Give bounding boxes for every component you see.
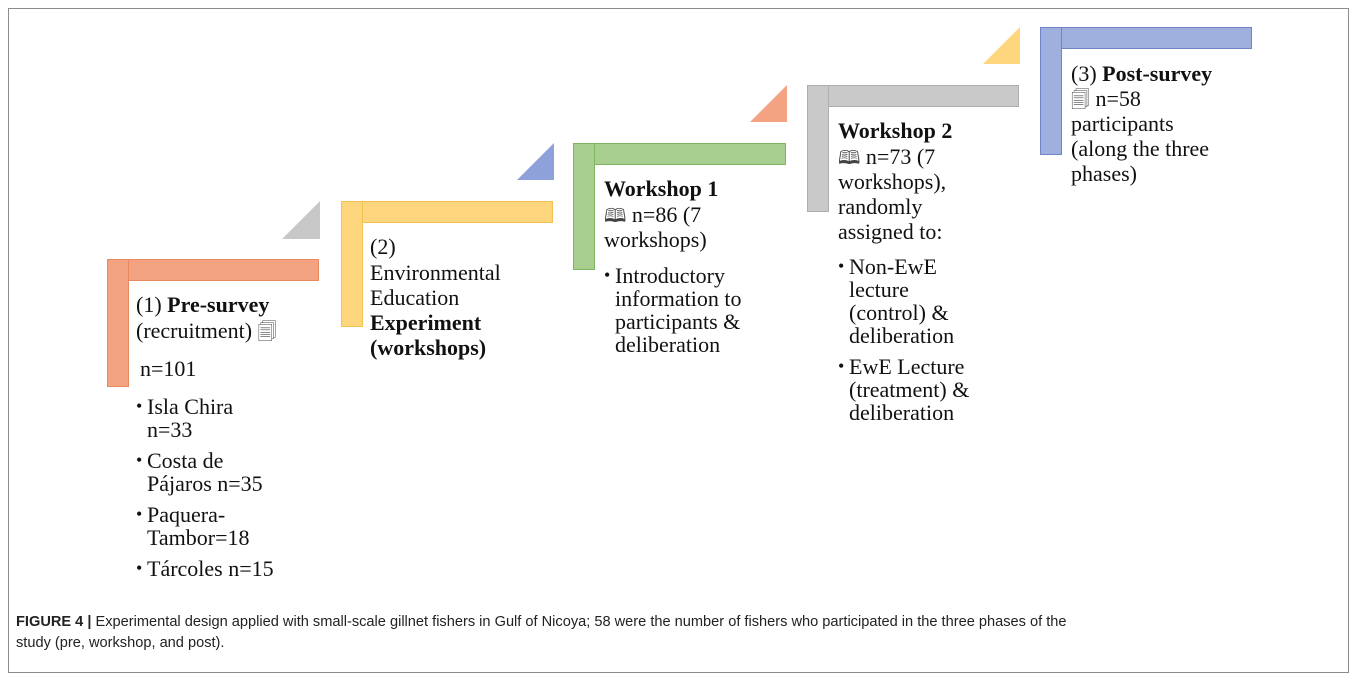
caption-label: FIGURE 4 | [16,614,92,630]
step-3-line1: 🕮 n=86 (7 [604,202,702,227]
caption-text: Experimental design applied with small-s… [91,614,1067,630]
step-5-ribbon-horizontal [1040,27,1252,49]
step-5-heading: (3) Post-survey [1071,61,1213,86]
document-icon: 🗐 [257,321,277,343]
step-4-line1: 🕮 n=73 (7 [838,144,936,169]
step-4-title: Workshop 2 [838,118,953,143]
step-3-title: Workshop 1 [604,176,719,201]
step-5-line4: phases) [1071,161,1137,186]
document-icon: 🗐 [1071,89,1090,111]
step-3-arrow-tip [750,85,787,122]
step-2-title1: Experiment [370,310,482,335]
step-2-title2: (workshops) [370,335,487,360]
figure-caption: FIGURE 4 | Experimental design applied w… [16,612,1336,654]
step-4-ribbon-horizontal [807,85,1019,107]
step-5-line2: participants [1071,111,1174,136]
list-item: Paquera-Tambor=18 [136,503,327,549]
step-2-ribbon-vertical [341,201,363,327]
step-4-line2: workshops), [838,169,947,194]
step-5-line3: (along the three [1071,136,1210,161]
book-icon: 🕮 [604,205,627,227]
caption-text-2: study (pre, workshop, and post). [16,635,225,651]
step-4-line3: randomly [838,194,923,219]
figure-panel: (1) Pre-survey (recruitment) 🗐 n=101 Isl… [8,8,1349,673]
step-4-line4: assigned to: [838,219,943,244]
step-3-ribbon-vertical [573,143,595,270]
step-2-num: (2) [370,234,396,259]
book-icon: 🕮 [838,147,861,169]
step-3-ribbon-horizontal [573,143,786,165]
step-3-line2: workshops) [604,227,707,252]
step-2-ribbon-horizontal [341,201,553,223]
step-1-heading: (1) Pre-survey [136,292,270,317]
step-1-count: n=101 [140,356,197,381]
step-1-ribbon-horizontal [107,259,319,281]
step-2-line1: Environmental [370,260,501,285]
step-1-sub: (recruitment) 🗐 [136,318,277,343]
step-2-arrow-tip [517,143,554,180]
step-2-line2: Education [370,285,460,310]
step-1-ribbon-vertical [107,259,129,387]
step-1-arrow-tip [282,201,320,239]
step-4-ribbon-vertical [807,85,829,212]
list-item: Tárcoles n=15 [136,557,327,580]
step-5-ribbon-vertical [1040,27,1062,155]
step-4-arrow-tip [983,27,1020,64]
step-5-line1: 🗐 n=58 [1071,86,1141,111]
list-item: EwE Lecture(treatment) &deliberation [838,355,1039,424]
